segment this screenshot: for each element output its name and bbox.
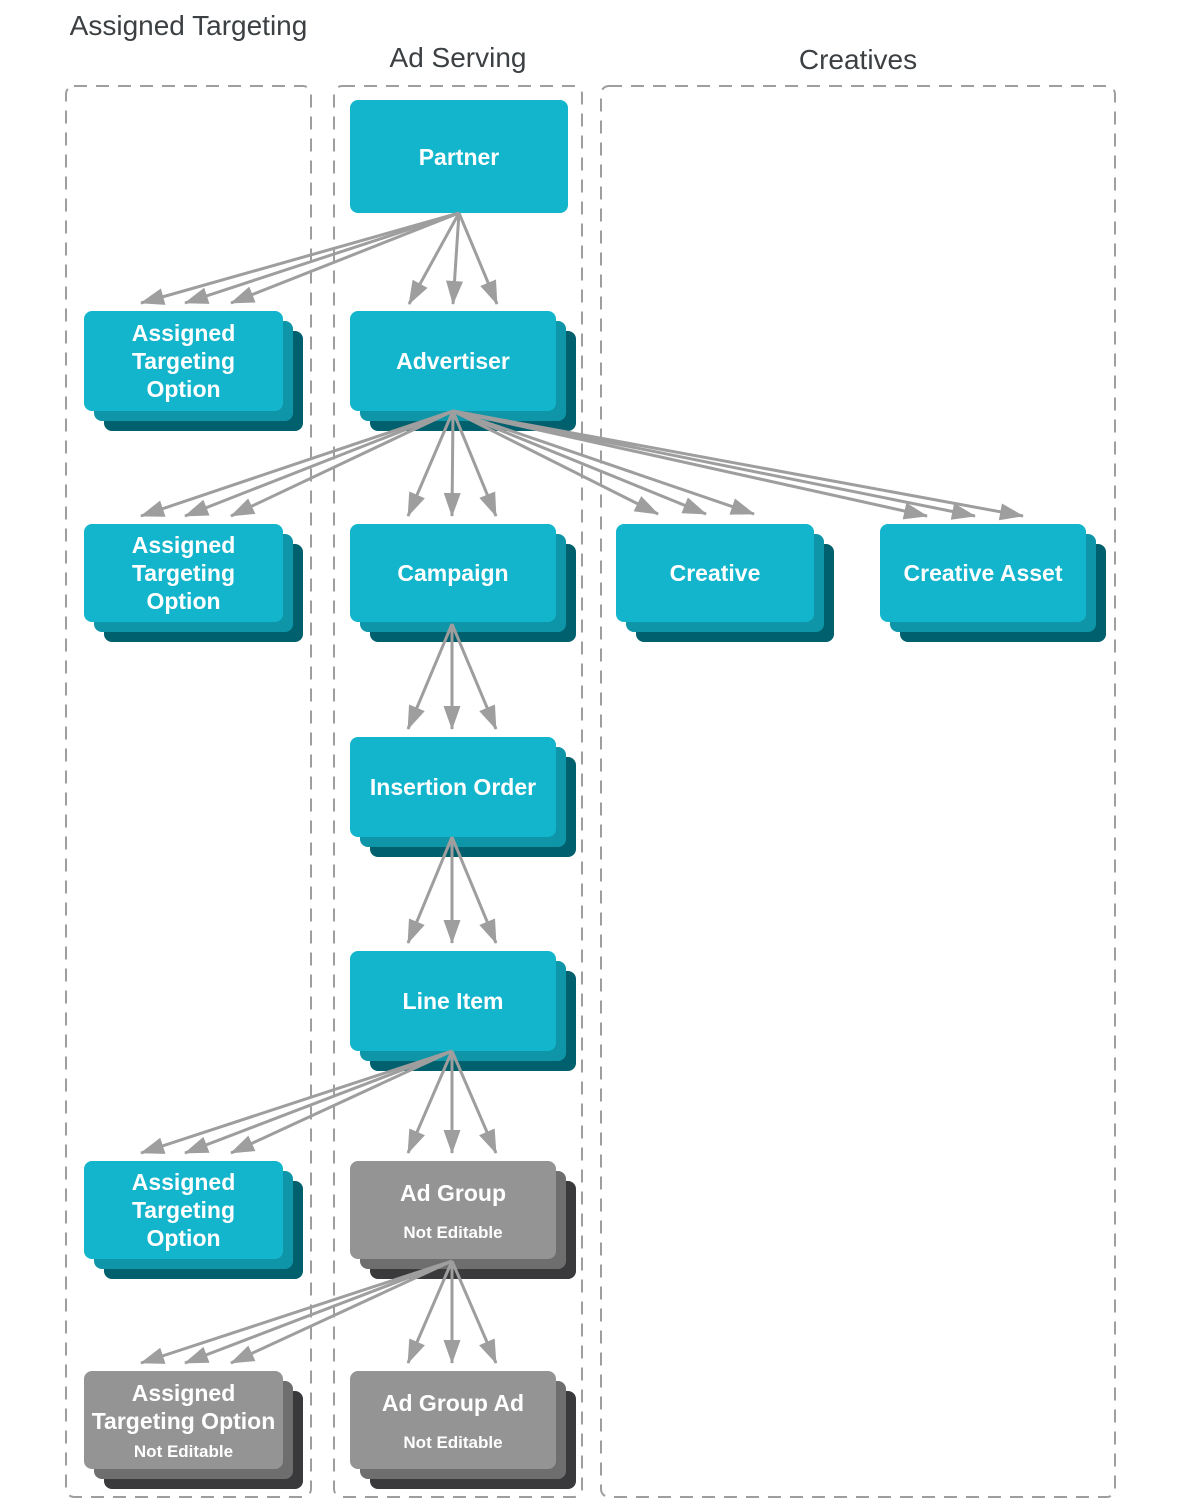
- arrows-partner-to-assigned-targeting-option: [140, 211, 460, 305]
- node-partner-label: Partner: [418, 143, 500, 170]
- column-frame-assigned-targeting: [65, 85, 312, 1498]
- node-ad-group-ad-label: Ad Group Ad: [381, 1389, 525, 1416]
- node-creative: Creative: [616, 524, 814, 622]
- arrows-line-item-to-assigned-targeting-option: [140, 1049, 453, 1155]
- arrows-advertiser-to-campaign: [406, 410, 498, 517]
- node-assigned-targeting-option-line-item: Assigned Targeting Option: [84, 1161, 283, 1259]
- node-assigned-targeting-option-ad-group-label: Assigned Targeting Option: [91, 1380, 276, 1434]
- node-line-item: Line Item: [350, 951, 556, 1051]
- arrows-advertiser-to-creative: [452, 409, 755, 516]
- node-assigned-targeting-option-advertiser-label: Assigned Targeting Option: [131, 532, 236, 614]
- arrows-advertiser-to-assigned-targeting-option: [140, 409, 454, 518]
- node-ad-group-ad-sublabel: Not Editable: [403, 1432, 503, 1452]
- node-assigned-targeting-option-line-item-label: Assigned Targeting Option: [131, 1169, 236, 1251]
- node-advertiser-label: Advertiser: [396, 348, 510, 374]
- column-frame-creatives: [600, 85, 1116, 1498]
- node-insertion-order: Insertion Order: [350, 737, 556, 837]
- node-assigned-targeting-option-partner-label: Assigned Targeting Option: [131, 320, 236, 402]
- node-ad-group-sublabel: Not Editable: [403, 1222, 503, 1242]
- node-ad-group: Ad Group Not Editable: [350, 1161, 556, 1259]
- arrows-advertiser-to-creative-asset: [452, 409, 1024, 521]
- column-title-assigned-targeting: Assigned Targeting: [69, 10, 308, 41]
- node-line-item-label: Line Item: [402, 988, 504, 1014]
- arrows-ad-group-to-ad-group-ad: [406, 1260, 498, 1364]
- column-title-ad-serving: Ad Serving: [389, 42, 527, 73]
- node-ad-group-label: Ad Group: [399, 1179, 507, 1206]
- node-campaign: Campaign: [350, 524, 556, 622]
- node-campaign-label: Campaign: [397, 560, 509, 586]
- column-title-creatives: Creatives: [798, 44, 918, 75]
- node-creative-asset: Creative Asset: [880, 524, 1086, 622]
- node-assigned-targeting-option-partner: Assigned Targeting Option: [84, 311, 283, 411]
- arrows-line-item-to-ad-group: [406, 1050, 498, 1154]
- node-insertion-order-label: Insertion Order: [369, 774, 537, 800]
- node-advertiser: Advertiser: [350, 311, 556, 411]
- arrows-partner-to-advertiser: [407, 212, 499, 305]
- arrows-ad-group-to-assigned-targeting-option: [140, 1259, 453, 1365]
- node-assigned-targeting-option-ad-group-sublabel: Not Editable: [133, 1442, 234, 1461]
- arrows-campaign-to-insertion-order: [406, 623, 498, 730]
- node-creative-label: Creative: [669, 560, 761, 586]
- node-partner: Partner: [350, 100, 568, 213]
- node-assigned-targeting-option-advertiser: Assigned Targeting Option: [84, 524, 283, 622]
- node-assigned-targeting-option-ad-group: Assigned Targeting Option Not Editable: [84, 1371, 283, 1469]
- node-ad-group-ad: Ad Group Ad Not Editable: [350, 1371, 556, 1469]
- node-creative-asset-label: Creative Asset: [903, 560, 1063, 586]
- arrows-insertion-order-to-line-item: [406, 836, 498, 944]
